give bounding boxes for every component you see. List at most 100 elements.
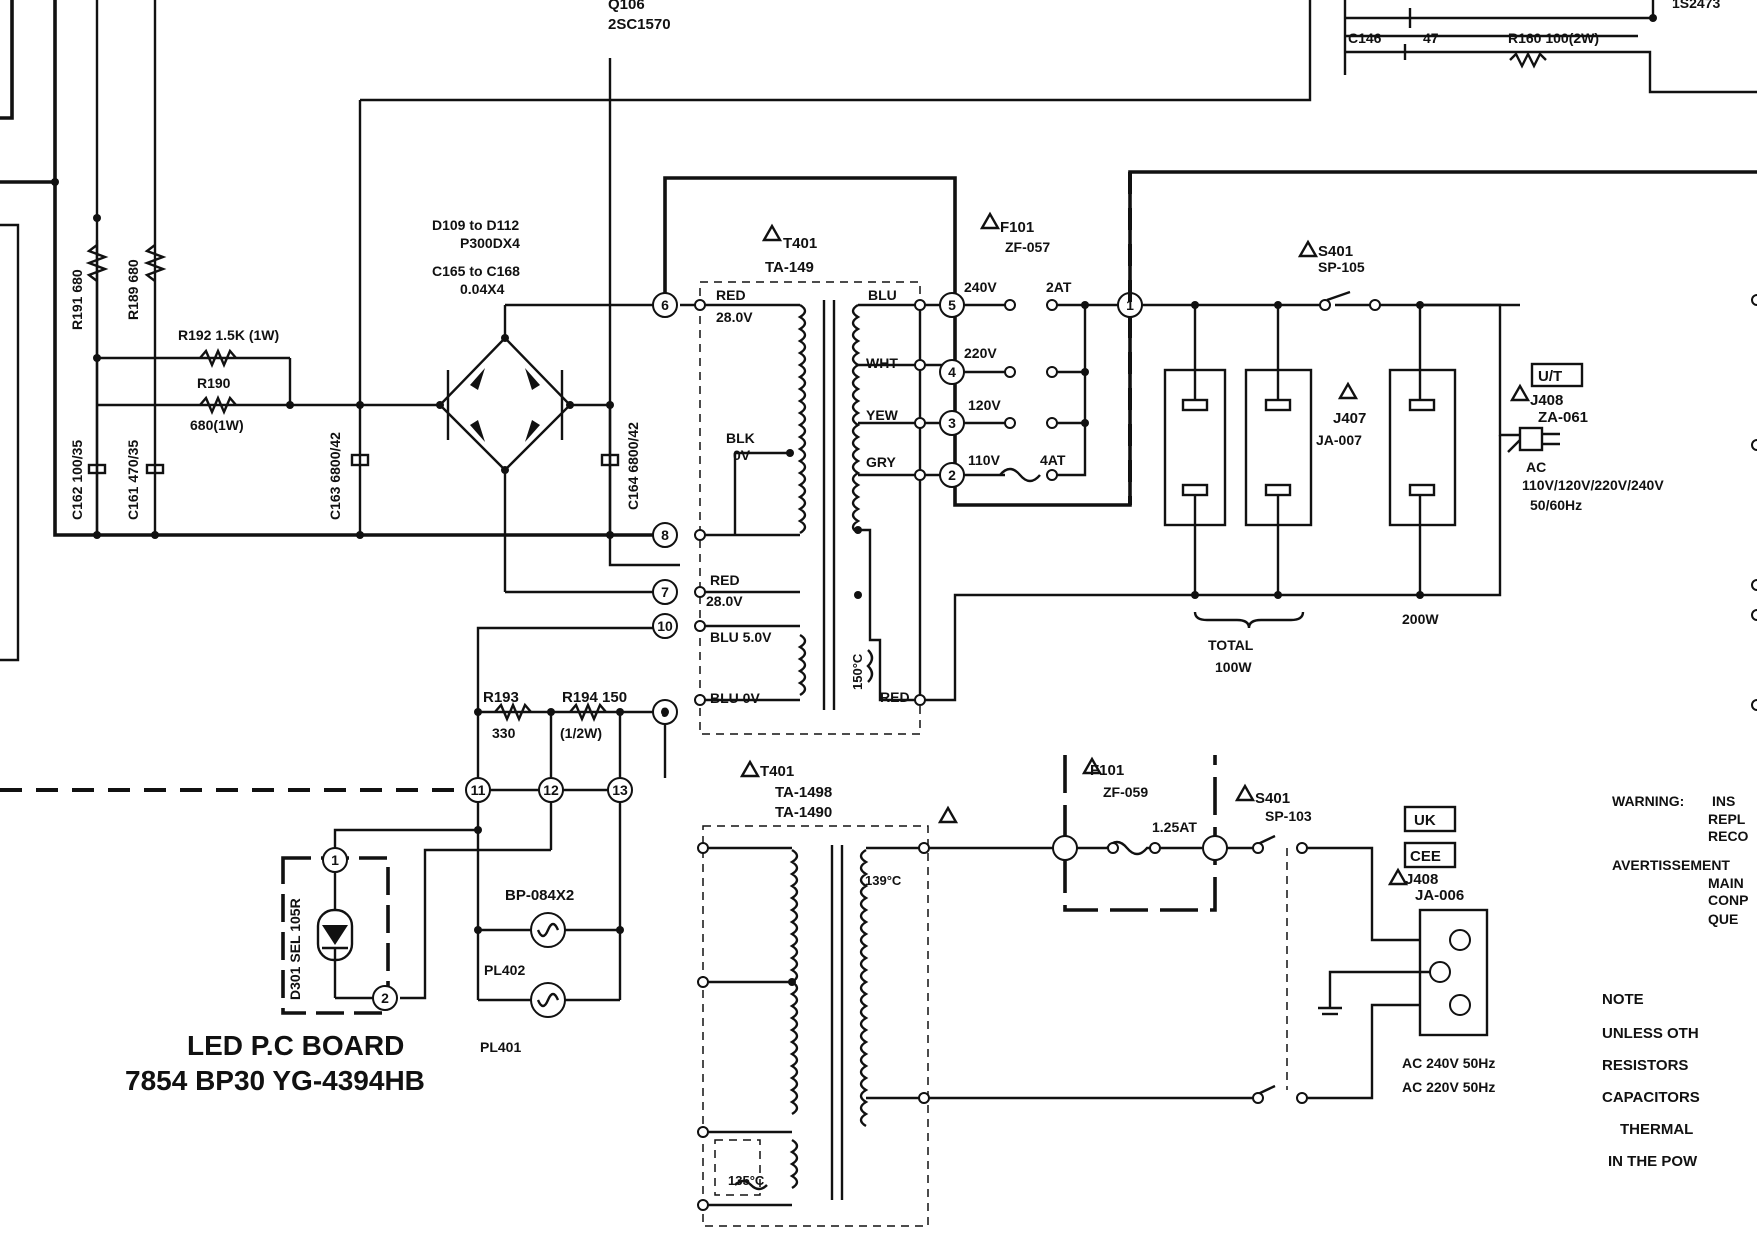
j407-part: JA-007 xyxy=(1316,432,1362,448)
warning-label: WARNING: xyxy=(1612,793,1684,809)
cap-range-label: C165 to C168 xyxy=(432,263,520,279)
v220-label: 220V xyxy=(964,345,997,361)
ac-in-label: AC xyxy=(1526,459,1546,475)
transformer-t401-bottom xyxy=(697,825,930,1227)
ac-volts-label: 110V/120V/220V/240V xyxy=(1522,477,1664,493)
avertissement-label: AVERTISSEMENT xyxy=(1612,857,1730,873)
led-lamp-wiring xyxy=(0,626,669,1018)
r193-label: R193 xyxy=(483,689,519,706)
tap-v28-2: 28.0V xyxy=(706,593,743,609)
tap-wht: WHT xyxy=(866,355,898,371)
r192-label: R192 1.5K (1W) xyxy=(178,327,279,343)
c146-label: C146 xyxy=(1348,30,1382,46)
ut-box xyxy=(1530,362,1584,388)
c164-label: C164 6800/42 xyxy=(625,422,641,510)
note-line1: UNLESS OTH xyxy=(1602,1025,1699,1042)
c161-label: C161 470/35 xyxy=(125,440,141,520)
ac-outlets xyxy=(1142,290,1560,629)
avert-main: MAIN xyxy=(1708,875,1744,891)
fuse-4at-label: 4AT xyxy=(1040,452,1066,468)
tap-v28-1: 28.0V xyxy=(716,309,753,325)
note-line5: IN THE POW xyxy=(1608,1153,1698,1170)
v110-label: 110V xyxy=(968,452,1001,468)
fuse-2at-label: 2AT xyxy=(1046,279,1072,295)
led-pin-2: 2 xyxy=(381,990,389,1006)
led-board-title: LED P.C BOARD xyxy=(187,1030,404,1061)
pin-8: 8 xyxy=(661,527,669,543)
t401-bottom-part1: TA-1498 xyxy=(775,784,832,801)
tap-red: RED xyxy=(880,689,910,705)
r194-value: (1/2W) xyxy=(560,725,602,741)
t401-bottom-part2: TA-1490 xyxy=(775,804,832,821)
corner-part-label: 1S2473 xyxy=(1672,0,1720,11)
q106-label: Q106 xyxy=(608,0,645,13)
bottom-mains xyxy=(928,755,1489,1104)
j408-top-part: ZA-061 xyxy=(1538,409,1588,426)
tap-blu: BLU xyxy=(868,287,897,303)
cee-box xyxy=(1403,841,1457,869)
pin-3: 3 xyxy=(948,415,956,431)
ac220-label: AC 220V 50Hz xyxy=(1402,1079,1495,1095)
j408-bottom-label: J408 xyxy=(1405,871,1438,888)
note-line4: THERMAL xyxy=(1620,1121,1693,1138)
q106-part: 2SC1570 xyxy=(608,16,671,33)
j408-top-label: J408 xyxy=(1530,392,1563,409)
pin-7: 7 xyxy=(661,584,669,600)
uk-box xyxy=(1403,805,1457,833)
note-line2: RESISTORS xyxy=(1602,1057,1688,1074)
top-right-components xyxy=(1343,0,1757,94)
diode-part-label: P300DX4 xyxy=(460,235,520,251)
c146-value: 47 xyxy=(1423,30,1439,46)
tap-red2: RED xyxy=(710,572,740,588)
tap-blk: BLK xyxy=(726,430,755,446)
tap-gry: GRY xyxy=(866,454,896,470)
d301-label: D301 SEL 105R xyxy=(287,898,303,1000)
s401-top-part: SP-105 xyxy=(1318,259,1365,275)
w200-label: 200W xyxy=(1402,611,1439,627)
total-w-label: 100W xyxy=(1215,659,1252,675)
thermal-150-label: 150°C xyxy=(850,653,865,690)
r191-label: R191 680 xyxy=(69,269,85,330)
c163-label: C163 6800/42 xyxy=(327,432,343,520)
avert-que: QUE xyxy=(1708,911,1738,927)
ut-label: U/T xyxy=(1538,368,1562,385)
note-label: NOTE xyxy=(1602,991,1644,1008)
pin-6: 6 xyxy=(661,297,669,313)
led-board-part: 7854 BP30 YG-4394HB xyxy=(125,1065,425,1096)
t401-top-label: T401 xyxy=(783,235,817,252)
warning-reco: RECO xyxy=(1708,828,1749,844)
c162-label: C162 100/35 xyxy=(69,440,85,520)
ac-freq-label: 50/60Hz xyxy=(1530,497,1582,513)
pin-4: 4 xyxy=(948,364,956,380)
warning-triangle-icons xyxy=(739,211,1531,886)
t401-top-part: TA-149 xyxy=(765,259,814,276)
cee-label: CEE xyxy=(1410,848,1441,865)
right-edge-marks xyxy=(1751,294,1757,711)
connector-pins xyxy=(465,292,1143,803)
r194-label: R194 150 xyxy=(562,689,627,706)
note-line3: CAPACITORS xyxy=(1602,1089,1700,1106)
led-pin-1: 1 xyxy=(331,852,339,868)
cap-value-label: 0.04X4 xyxy=(460,281,505,297)
voltage-selector xyxy=(964,299,1118,483)
tap-yew: YEW xyxy=(866,407,899,423)
f101-bottom-label: F101 xyxy=(1090,762,1124,779)
pin-10: 10 xyxy=(657,618,673,634)
r193-value: 330 xyxy=(492,725,516,741)
ac240-label: AC 240V 50Hz xyxy=(1402,1055,1495,1071)
s401-bottom-label: S401 xyxy=(1255,790,1290,807)
v240-label: 240V xyxy=(964,279,997,295)
pin-5: 5 xyxy=(948,297,956,313)
f101-top-part: ZF-057 xyxy=(1005,239,1050,255)
uk-label: UK xyxy=(1414,812,1436,829)
j408-bottom-part: JA-006 xyxy=(1415,887,1464,904)
pin-12: 12 xyxy=(543,782,559,798)
r190-label: R190 xyxy=(197,375,231,391)
transformer-t401-top xyxy=(663,170,1757,735)
r160-label: R160 100(2W) xyxy=(1508,30,1599,46)
pin-2: 2 xyxy=(948,467,956,483)
thermal-139-label: 139°C xyxy=(865,873,902,888)
pl402-label: PL402 xyxy=(484,962,525,978)
v120-label: 120V xyxy=(968,397,1001,413)
f101-top-label: F101 xyxy=(1000,219,1034,236)
